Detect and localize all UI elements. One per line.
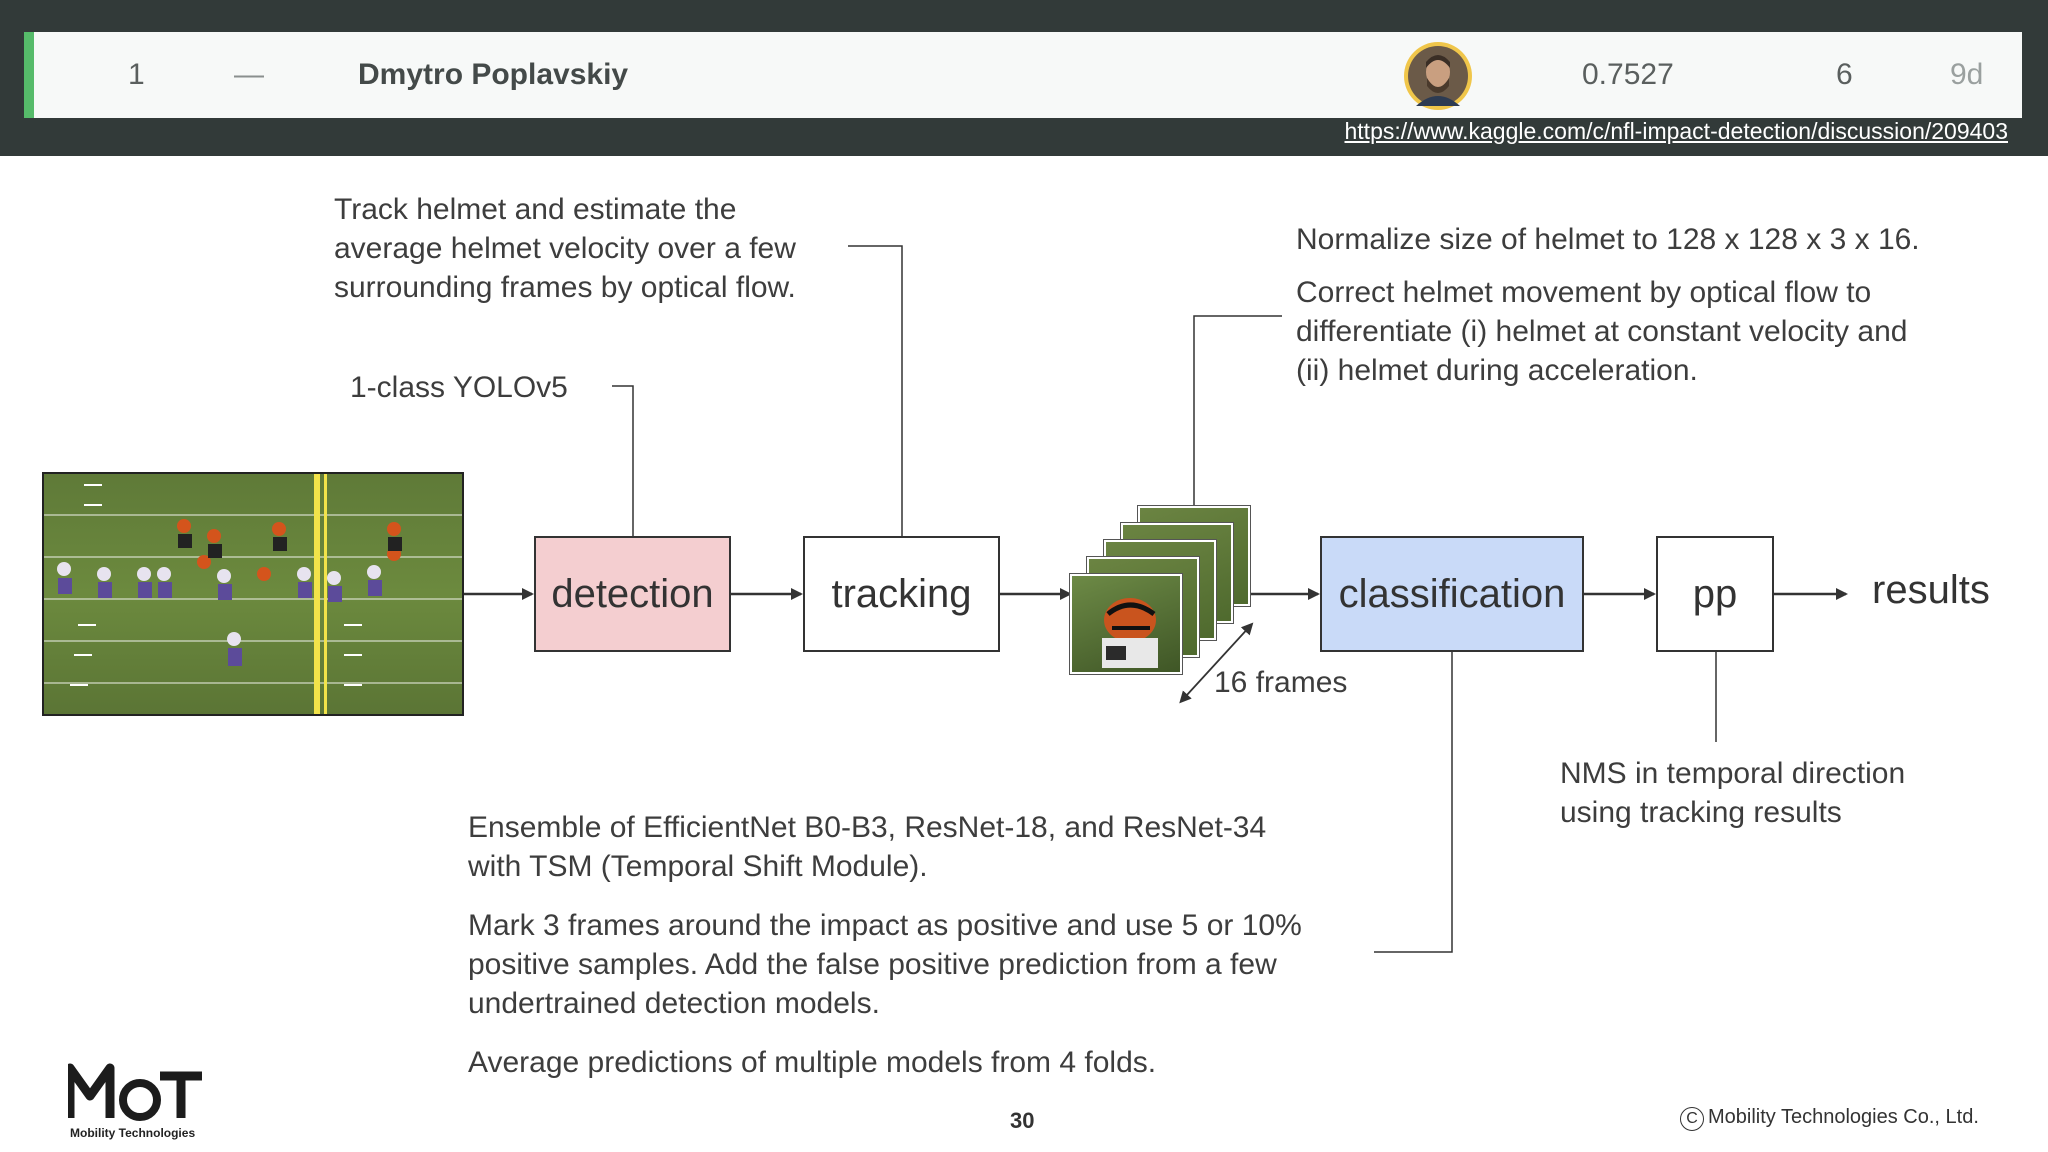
helmet-icon — [1102, 598, 1158, 668]
avatar-photo-icon — [1408, 46, 1468, 106]
leaderboard-rank: 1 — [128, 58, 145, 91]
leaderboard-delta: — — [234, 58, 264, 91]
callout-tracking — [848, 245, 903, 536]
normalize-note-text: Normalize size of helmet to 128 x 128 x … — [1296, 223, 1920, 256]
tracking-label: tracking — [831, 571, 972, 616]
helmet-clip-stack — [1069, 505, 1251, 682]
football-field-icon — [57, 474, 402, 714]
correct-note-line: Correct helmet movement by optical flow … — [1296, 276, 1872, 309]
detection-note: 1-class YOLOv5 — [350, 368, 568, 407]
classification-label: classification — [1338, 571, 1566, 616]
frames-count-label: 16 frames — [1214, 666, 1348, 699]
ensemble-note-line: with TSM (Temporal Shift Module). — [468, 850, 928, 883]
company-logo — [65, 1062, 204, 1127]
detection-note-text: 1-class YOLOv5 — [350, 371, 568, 404]
classification-note: Ensemble of EfficientNet B0-B3, ResNet-1… — [468, 808, 1302, 1096]
clip-frame-front — [1069, 573, 1183, 675]
callout-clips — [1193, 315, 1282, 508]
tracking-note-line: Track helmet and estimate the — [334, 193, 737, 226]
average-note-text: Average predictions of multiple models f… — [468, 1046, 1157, 1079]
copyright-text: Mobility Technologies Co., Ltd. — [1708, 1106, 1979, 1128]
leaderboard-banner: 1 — Dmytro Poplavskiy 0.7527 6 9d https:… — [0, 0, 2048, 156]
mot-logo-icon — [65, 1063, 202, 1121]
pp-box[interactable]: pp — [1656, 536, 1774, 652]
tracking-note-line: surrounding frames by optical flow. — [334, 271, 796, 304]
callout-classification — [1374, 652, 1453, 953]
pp-label: pp — [1692, 571, 1738, 616]
callout-detection — [612, 385, 634, 536]
leaderboard-row[interactable]: 1 — Dmytro Poplavskiy 0.7527 6 9d — [24, 32, 2022, 118]
tracking-note-line: average helmet velocity over a few — [334, 232, 796, 265]
frames-dimension-arrow — [1179, 622, 1254, 704]
tracking-note: Track helmet and estimate the average he… — [334, 190, 796, 307]
classification-box[interactable]: classification — [1320, 536, 1584, 652]
nms-note-line: using tracking results — [1560, 796, 1842, 829]
nms-note: NMS in temporal direction using tracking… — [1560, 754, 1905, 832]
normalize-correct-note: Normalize size of helmet to 128 x 128 x … — [1296, 220, 1920, 390]
input-football-image — [42, 472, 464, 716]
results-label: results — [1872, 568, 1990, 612]
detection-label: detection — [551, 571, 714, 616]
correct-note-line: (ii) helmet during acceleration. — [1296, 354, 1698, 387]
source-link[interactable]: https://www.kaggle.com/c/nfl-impact-dete… — [1344, 118, 2009, 144]
page-number: 30 — [1010, 1108, 1035, 1133]
avatar[interactable] — [1404, 42, 1472, 110]
mark-note-line: positive samples. Add the false positive… — [468, 948, 1277, 981]
logo-subtitle: Mobility Technologies — [70, 1126, 196, 1140]
correct-note-line: differentiate (i) helmet at constant vel… — [1296, 315, 1908, 348]
leaderboard-team-name[interactable]: Dmytro Poplavskiy — [358, 58, 629, 91]
mark-note-line: undertrained detection models. — [468, 987, 880, 1020]
detection-box[interactable]: detection — [534, 536, 731, 652]
mark-note-line: Mark 3 frames around the impact as posit… — [468, 909, 1302, 942]
leaderboard-last-submission: 9d — [1950, 58, 1984, 91]
nms-note-line: NMS in temporal direction — [1560, 757, 1906, 790]
leaderboard-score: 0.7527 — [1582, 58, 1674, 91]
ensemble-note-line: Ensemble of EfficientNet B0-B3, ResNet-1… — [468, 811, 1267, 844]
tracking-box[interactable]: tracking — [803, 536, 1000, 652]
copyright-icon: C — [1680, 1107, 1704, 1131]
leaderboard-entries: 6 — [1836, 58, 1853, 91]
